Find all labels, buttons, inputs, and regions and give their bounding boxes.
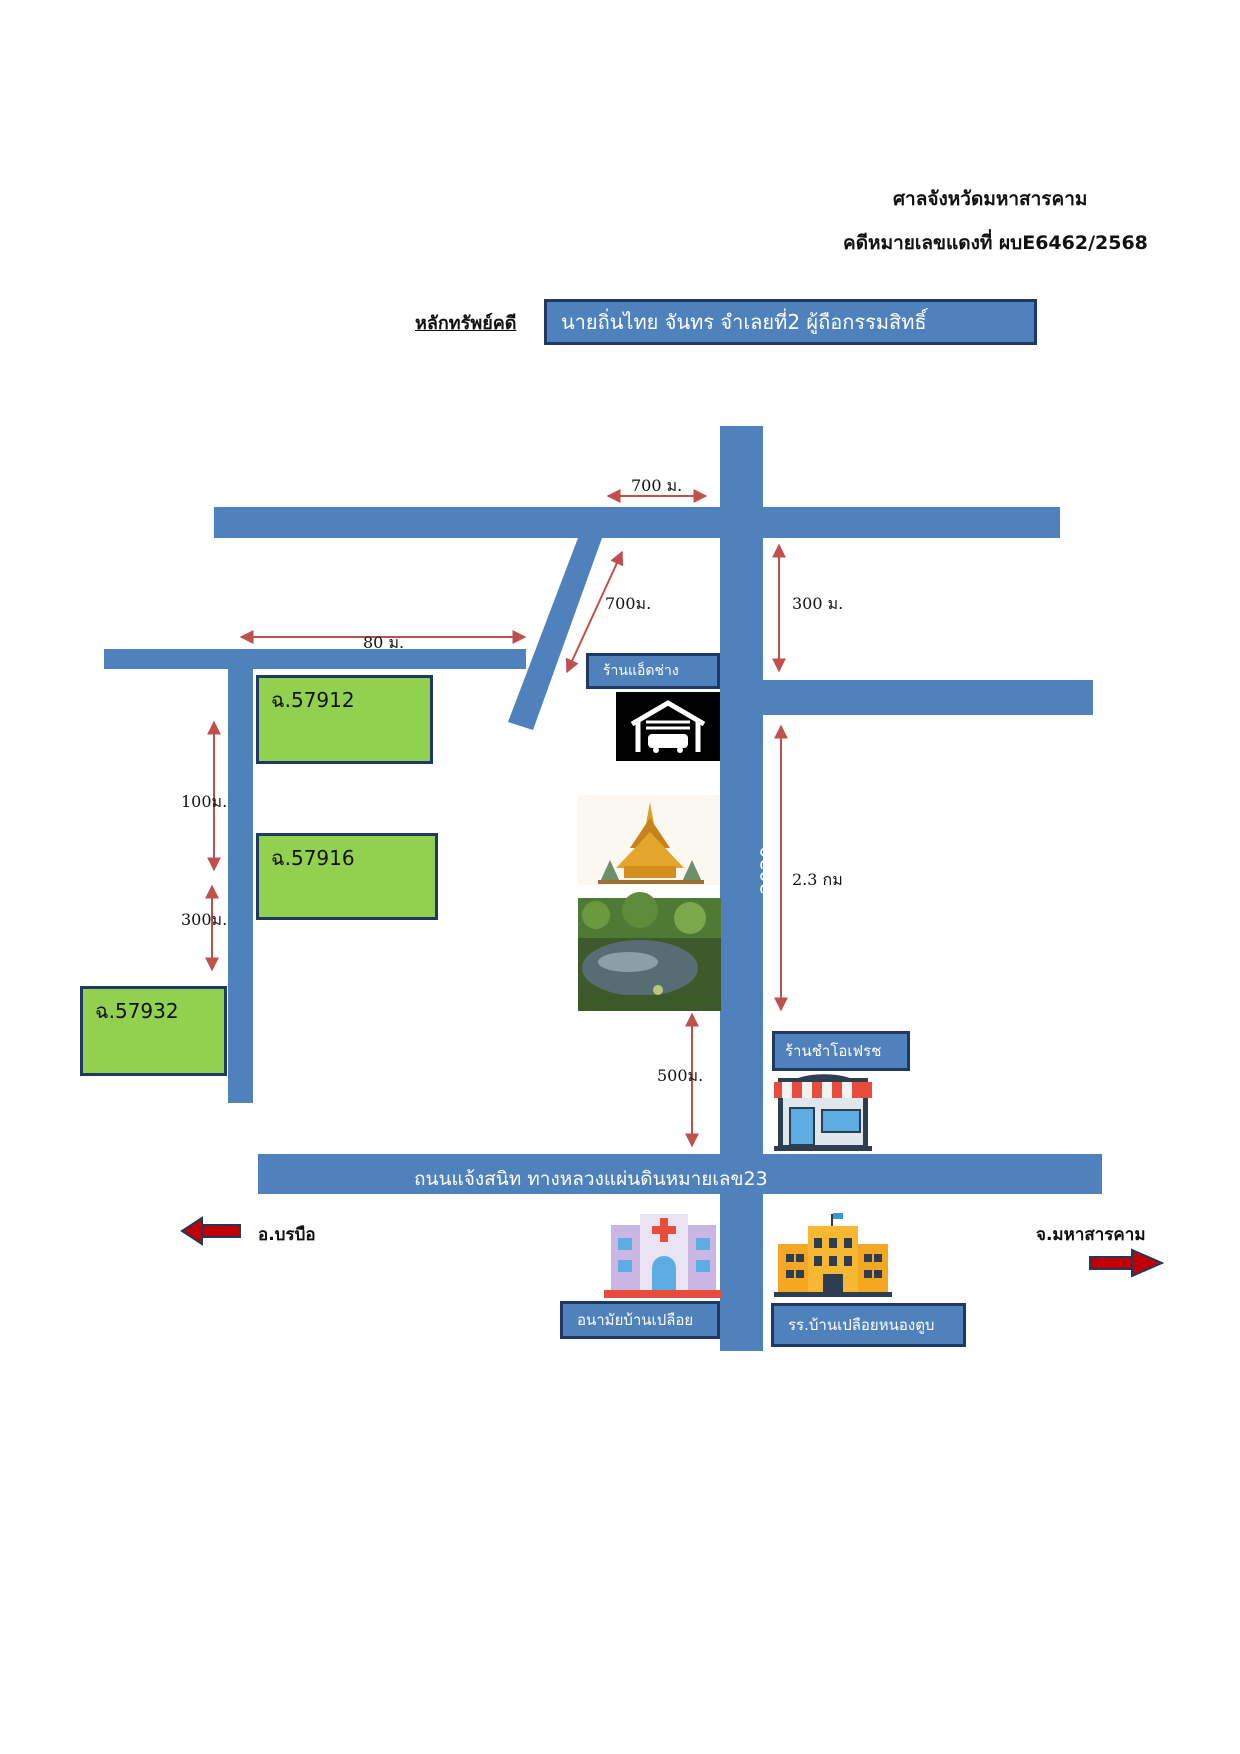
direction-right-label: จ.มหาสารคาม <box>1036 1225 1146 1245</box>
dim-arrow-diagonal <box>565 550 624 674</box>
label-shop: ร้านชำโอเฟรช <box>772 1031 910 1071</box>
case-number: คดีหมายเลขแดงที่ ผบE6462/2568 <box>843 232 1148 254</box>
owner-box: นายถิ่นไทย จันทร จำเลยที่2 ผู้ถือกรรมสิท… <box>544 299 1037 345</box>
plot-57932: ฉ.57932 <box>80 986 227 1076</box>
top-road <box>214 507 1060 538</box>
shop-icon <box>774 1074 872 1151</box>
dim-top-road: 700 ม. <box>631 476 683 495</box>
hospital-icon <box>604 1214 722 1298</box>
dim-plot-gap-1: 100ม. <box>181 792 228 811</box>
dim-to-main-road: 500ม. <box>657 1066 704 1085</box>
dim-plot-gap-2: 300ม. <box>181 910 228 929</box>
school-icon <box>774 1213 892 1297</box>
arrow-left-icon <box>180 1216 241 1246</box>
arrow-right-icon <box>1089 1248 1165 1278</box>
main-road-label: ถนนแจ้งสนิท ทางหลวงแผ่นดินหมายเลข23 <box>414 1168 768 1190</box>
garage-icon <box>616 692 720 761</box>
dim-diagonal: 700ม. <box>605 594 652 613</box>
temple-icon <box>578 795 720 885</box>
side-road <box>104 649 526 669</box>
right-branch-road <box>763 680 1093 715</box>
dim-right-lower: 2.3 กม <box>792 870 843 889</box>
diagonal-road <box>508 538 602 730</box>
vertical-road-label: ถนนหมายเลข2020 <box>757 846 779 1010</box>
vertical-road-2020 <box>720 426 763 1351</box>
court-name: ศาลจังหวัดมหาสารคาม <box>893 188 1088 210</box>
plot-57912: ฉ.57912 <box>256 675 433 764</box>
label-health-center: อนามัยบ้านเปลือย <box>560 1301 720 1339</box>
property-label: หลักทรัพย์คดี <box>415 313 517 334</box>
left-vertical-road <box>228 649 253 1103</box>
direction-left-label: อ.บรบือ <box>258 1225 316 1245</box>
main-road <box>258 1154 1102 1194</box>
plot-57916: ฉ.57916 <box>256 833 438 920</box>
label-school: รร.บ้านเปลือยหนองตูบ <box>771 1303 966 1347</box>
dim-right-upper: 300 ม. <box>792 594 844 613</box>
pond-photo <box>578 892 721 1011</box>
label-garage: ร้านแอ็ดช่าง <box>586 653 720 689</box>
dim-side-road: 80 ม. <box>363 633 405 652</box>
